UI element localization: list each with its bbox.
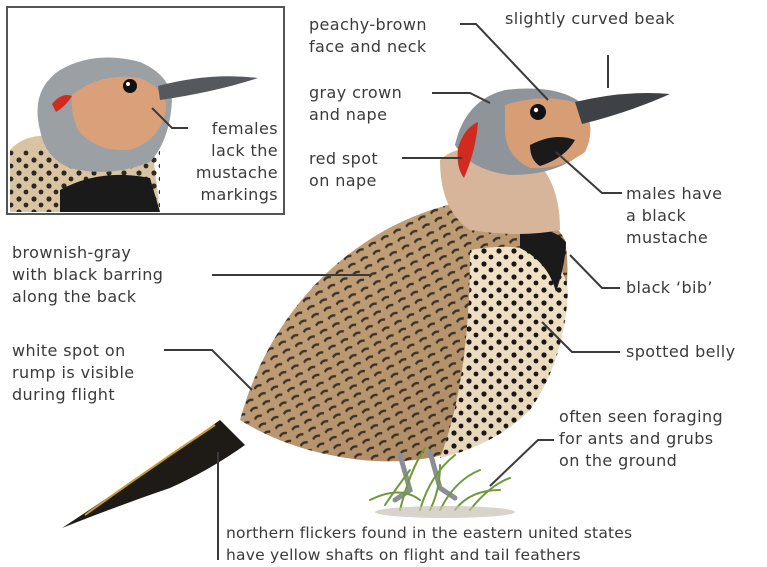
label-peachy-brown-face: peachy-brown face and neck [309,14,427,58]
label-gray-crown: gray crown and nape [309,82,402,126]
label-line: on nape [309,170,378,192]
label-line: along the back [12,286,163,308]
label-line: gray crown [309,82,402,104]
label-black-bib: black ‘bib’ [626,277,713,299]
label-red-spot: red spot on nape [309,148,378,192]
label-line: markings [188,184,278,206]
label-line: often seen foraging [559,406,723,428]
label-line: mustache [188,162,278,184]
label-white-rump: white spot on rump is visible during fli… [12,340,135,406]
label-spotted-belly: spotted belly [626,341,735,363]
label-line: on the ground [559,450,723,472]
label-foraging: often seen foraging for ants and grubs o… [559,406,723,472]
leader-peachy [460,24,548,100]
label-line: have yellow shafts on flight and tail fe… [226,544,632,566]
label-line: males have [626,183,722,205]
label-line: during flight [12,384,135,406]
label-line: slightly curved beak [505,8,675,30]
label-curved-beak: slightly curved beak [505,8,675,30]
label-line: mustache [626,227,722,249]
label-line: white spot on [12,340,135,362]
label-males-mustache: males have a black mustache [626,183,722,249]
label-back-barring: brownish-gray with black barring along t… [12,242,163,308]
label-line: black ‘bib’ [626,277,713,299]
label-line: and nape [309,104,402,126]
label-line: lack the [188,140,278,162]
label-line: females [188,118,278,140]
label-line: with black barring [12,264,163,286]
leader-rump [164,350,252,390]
label-line: for ants and grubs [559,428,723,450]
label-line: northern flickers found in the eastern u… [226,522,632,544]
label-line: face and neck [309,36,427,58]
label-line: red spot [309,148,378,170]
label-line: rump is visible [12,362,135,384]
label-line: spotted belly [626,341,735,363]
label-yellow-shafts: northern flickers found in the eastern u… [226,522,632,566]
label-line: peachy-brown [309,14,427,36]
label-line: a black [626,205,722,227]
leader-foraging [490,440,554,486]
label-line: brownish-gray [12,242,163,264]
leader-bib [570,255,620,288]
label-females: females lack the mustache markings [188,118,278,206]
